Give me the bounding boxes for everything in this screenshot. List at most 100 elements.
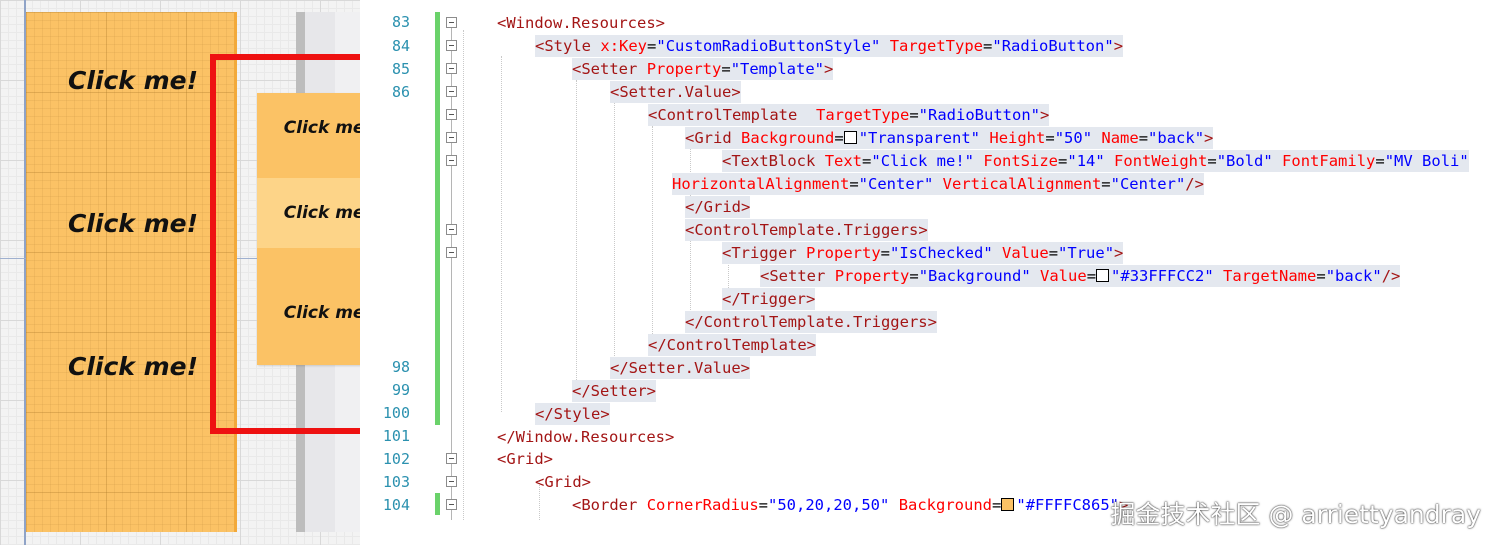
code-line[interactable]: <Setter Property="Background" Value="#33… (760, 265, 1401, 287)
code-token: Property (834, 267, 910, 285)
code-token: Grid (506, 450, 544, 468)
code-token: = (758, 496, 769, 514)
line-number: 101 (382, 427, 410, 445)
collapse-icon[interactable] (446, 40, 457, 51)
code-token: = (992, 496, 1002, 514)
collapse-icon[interactable] (446, 476, 457, 487)
line-number: 85 (391, 60, 410, 78)
code-token: "#FFFFC865" (1016, 496, 1120, 514)
code-token: < (760, 267, 770, 285)
code-token (637, 60, 646, 78)
code-token: Background (898, 496, 993, 514)
code-token (591, 37, 600, 55)
button-label-2[interactable]: Click me! (68, 209, 199, 238)
code-token (974, 152, 983, 170)
collapse-icon[interactable] (446, 155, 457, 166)
code-token: Window.Resources (515, 428, 665, 446)
code-token: > (664, 428, 675, 446)
code-line[interactable]: </Setter> (572, 380, 657, 402)
button-label-3[interactable]: Click me! (68, 352, 199, 381)
button-label-1[interactable]: Click me! (68, 66, 199, 95)
collapse-icon[interactable] (446, 247, 457, 258)
code-token: > (741, 198, 751, 216)
code-line[interactable]: <Setter.Value> (610, 81, 741, 103)
code-token: Height (989, 129, 1046, 147)
code-token: Style (553, 405, 601, 423)
code-token: = (647, 37, 657, 55)
collapse-icon[interactable] (446, 132, 457, 143)
code-editor[interactable]: 83 84 85 86 98 99 100 101 102 103 104 <W… (360, 0, 1499, 545)
code-line[interactable]: </Trigger> (722, 288, 816, 310)
code-line[interactable]: </Style> (535, 403, 610, 425)
line-number: 98 (391, 358, 410, 376)
code-token (1031, 267, 1040, 285)
code-line[interactable]: </ControlTemplate> (648, 334, 816, 356)
code-token: = (849, 175, 859, 193)
code-token: < (572, 496, 582, 514)
code-token: </ (572, 382, 591, 400)
code-line[interactable]: <Setter Property="Template"> (572, 58, 834, 80)
code-token: = (1045, 129, 1055, 147)
code-token (880, 37, 889, 55)
code-token: FontSize (983, 152, 1059, 170)
code-token: Value (1002, 244, 1049, 262)
code-token: < (722, 152, 732, 170)
code-token: > (646, 382, 657, 400)
code-token: </ (610, 359, 629, 377)
code-token: x:Key (600, 37, 648, 55)
code-token (825, 267, 834, 285)
code-token: < (722, 244, 732, 262)
collapse-icon[interactable] (446, 453, 457, 464)
collapse-icon[interactable] (446, 499, 457, 510)
code-token: VerticalAlignment (942, 175, 1102, 193)
indent-guide (576, 80, 577, 388)
collapse-icon[interactable] (446, 109, 457, 120)
code-line[interactable]: <ControlTemplate TargetType="RadioButton… (648, 104, 1050, 126)
code-line[interactable]: <ControlTemplate.Triggers> (685, 219, 928, 241)
radio-button-3[interactable]: Click me! (283, 303, 373, 323)
code-token: Grid (544, 473, 582, 491)
code-token: < (497, 450, 507, 468)
code-line[interactable]: </Setter.Value> (610, 357, 750, 379)
collapse-icon[interactable] (446, 17, 457, 28)
color-swatch-icon[interactable] (1001, 498, 1015, 511)
code-token (1273, 152, 1282, 170)
code-line[interactable]: </Grid> (685, 196, 751, 218)
code-line[interactable]: <Grid Background="Transparent" Height="5… (685, 127, 1214, 149)
code-line[interactable]: HorizontalAlignment="Center" VerticalAli… (672, 173, 1204, 195)
code-line[interactable]: </Window.Resources> (497, 426, 674, 448)
collapse-icon[interactable] (446, 63, 457, 74)
code-token: "Center" (858, 175, 934, 193)
color-swatch-icon[interactable] (1096, 269, 1110, 282)
code-token: = (909, 267, 919, 285)
code-token (1105, 152, 1114, 170)
code-token: "MV Boli" (1384, 152, 1469, 170)
code-token: </ (685, 313, 704, 331)
code-token: Property (646, 60, 722, 78)
code-token: TextBlock (731, 152, 816, 170)
code-token: Grid (703, 198, 741, 216)
code-line[interactable]: </ControlTemplate.Triggers> (685, 311, 937, 333)
code-token: ControlTemplate (666, 336, 807, 354)
code-token: = (1086, 267, 1097, 285)
code-line[interactable]: <Grid> (497, 448, 553, 470)
radio-button-1[interactable]: Click me! (283, 118, 373, 138)
code-token: = (880, 244, 891, 262)
code-token (732, 129, 741, 147)
code-token: > (740, 359, 750, 377)
code-line[interactable]: <TextBlock Text="Click me!" FontSize="14… (722, 150, 1469, 172)
code-token: > (1114, 244, 1124, 262)
code-line[interactable]: <Grid> (535, 471, 591, 493)
code-token: "True" (1058, 244, 1115, 262)
color-swatch-icon[interactable] (843, 131, 857, 144)
code-line[interactable]: <Trigger Property="IsChecked" Value="Tru… (722, 242, 1124, 264)
code-token: < (535, 473, 545, 491)
code-line[interactable]: <Border CornerRadius="50,20,20,50" Backg… (572, 494, 1128, 516)
code-token: Border (581, 496, 638, 514)
collapse-icon[interactable] (446, 86, 457, 97)
collapse-icon[interactable] (446, 224, 457, 235)
code-line[interactable]: <Window.Resources> (497, 12, 665, 34)
code-token: "Template" (730, 60, 825, 78)
code-line[interactable]: <Style x:Key="CustomRadioButtonStyle" Ta… (535, 35, 1124, 57)
indent-guide (539, 480, 540, 520)
